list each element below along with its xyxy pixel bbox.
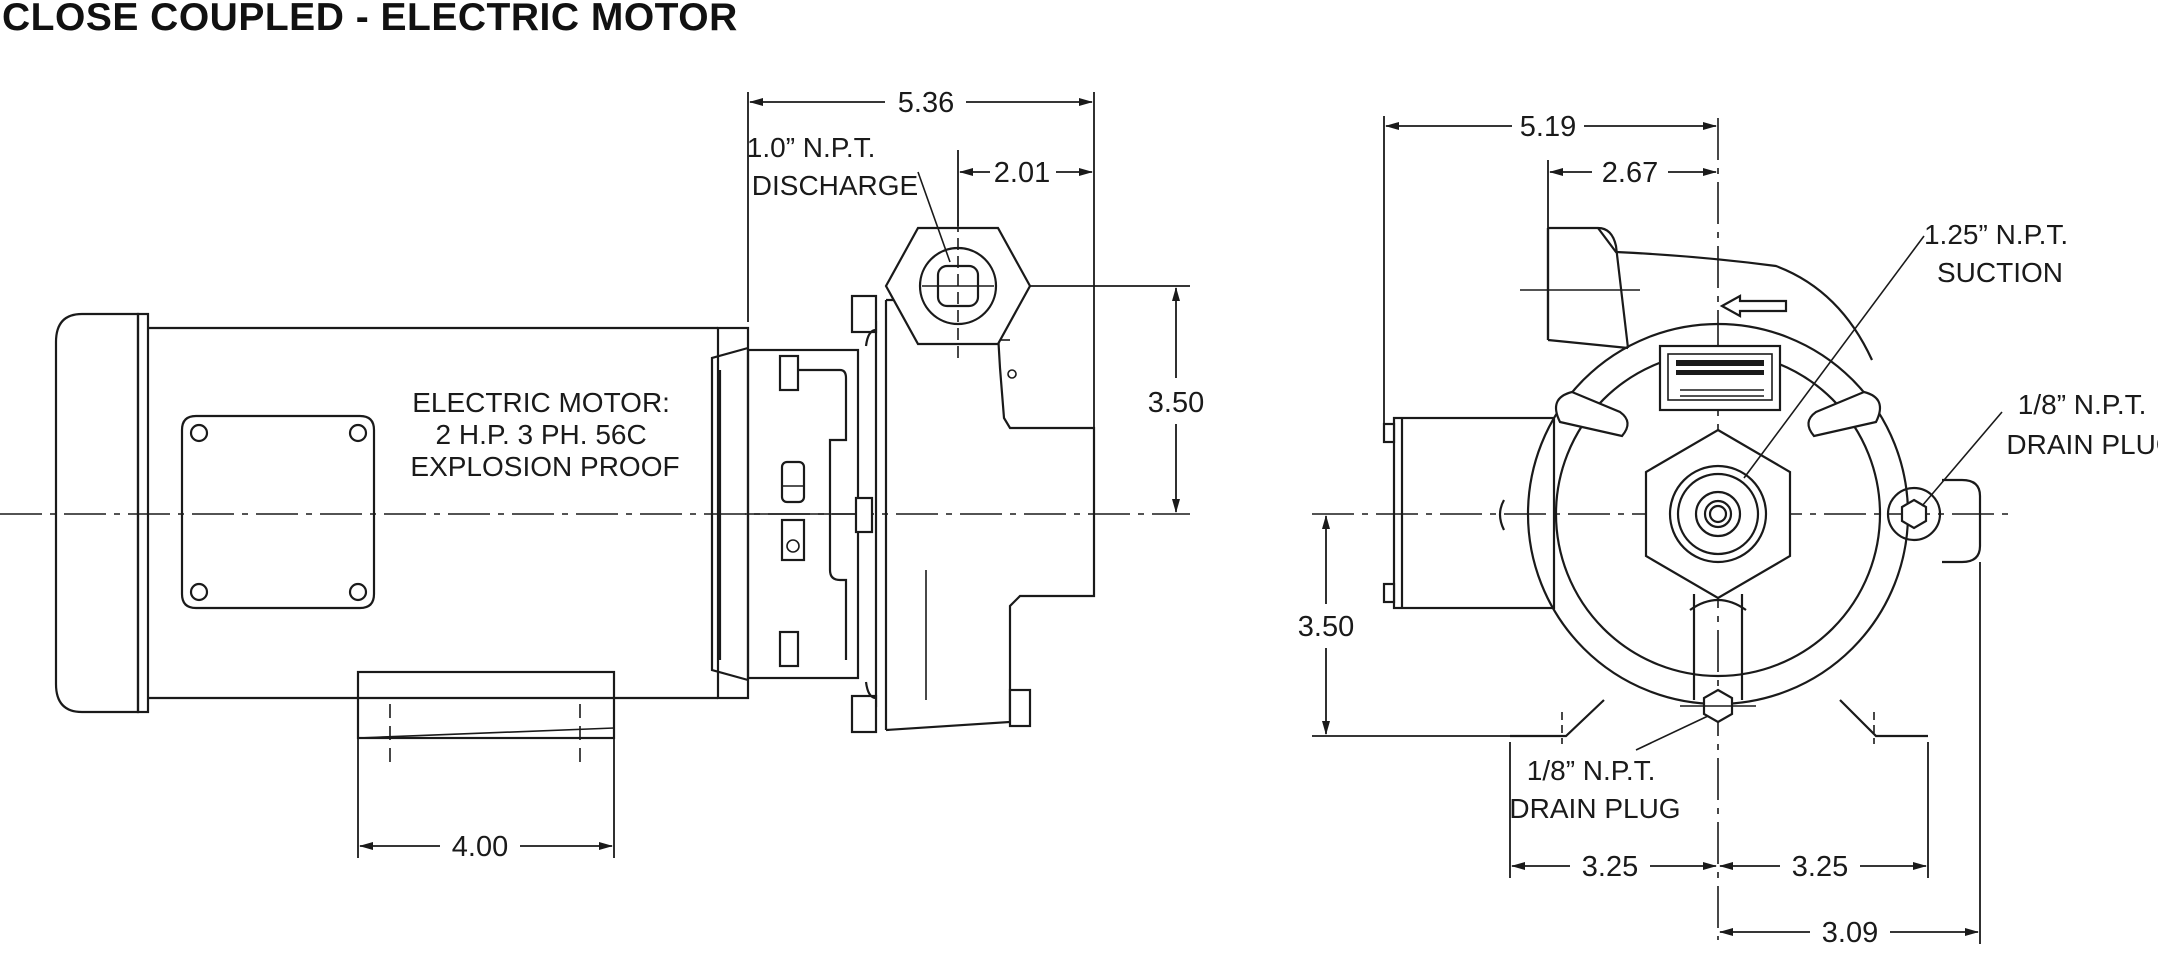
motor-body (148, 326, 750, 700)
dim-drain-offset: 3.09 (1822, 917, 1878, 949)
motor-label-line-2: 2 H.P. 3 PH. 56C (436, 419, 647, 450)
drain-plug-side-line-1: 1/8” N.P.T. (2018, 389, 2147, 420)
terminal-box (180, 414, 376, 610)
dim-2-67: 2.67 (1547, 157, 1717, 228)
dim-shaft-height: 3.50 (1298, 611, 1354, 643)
motor-stub (1382, 416, 1556, 610)
drain-plug-side-label: 1/8” N.P.T. DRAIN PLUG (2006, 389, 2158, 460)
motor-label-line-3: EXPLOSION PROOF (410, 451, 679, 482)
pump-flange (850, 294, 888, 734)
motor-adapter (710, 346, 860, 682)
dim-foot-right: 3.25 (1792, 851, 1848, 883)
arm-left (1554, 390, 1629, 438)
drain-plug-bottom (1680, 688, 1756, 724)
suction-label-line-1: 1.25” N.P.T. (1924, 219, 2068, 250)
dim-foot-left: 3.25 (1582, 851, 1638, 883)
motor-label: ELECTRIC MOTOR: 2 H.P. 3 PH. 56C EXPLOSI… (410, 387, 679, 482)
side-view: ELECTRIC MOTOR: 2 H.P. 3 PH. 56C EXPLOSI… (0, 87, 1204, 863)
suction-label-line-2: SUCTION (1937, 257, 2063, 288)
drain-plug-bottom-line-1: 1/8” N.P.T. (1527, 755, 1656, 786)
drain-plug-side-line-2: DRAIN PLUG (2006, 429, 2158, 460)
arm-bottom (1689, 594, 1747, 700)
suction-inlet (1520, 226, 1874, 361)
suction-leader (1743, 235, 1925, 479)
discharge-label: 1.0” N.P.T. DISCHARGE (747, 132, 918, 201)
dim-discharge-height: 3.50 (1148, 387, 1204, 419)
dim-2-01: 2.01 (957, 150, 1093, 226)
drain-plug-bottom-label: 1/8” N.P.T. DRAIN PLUG (1509, 755, 1680, 824)
motor-label-line-1: ELECTRIC MOTOR: (412, 387, 670, 418)
dim-3-50-side: 3.50 (1030, 285, 1204, 513)
dim-overall-width: 5.19 (1520, 111, 1576, 143)
dim-5-19: 5.19 (1383, 111, 1717, 424)
discharge-label-line-2: DISCHARGE (752, 170, 918, 201)
dim-4-00: 4.00 (357, 738, 615, 863)
dim-3-50-front: 3.50 (1298, 515, 1510, 737)
suction-fitting (1644, 428, 1792, 600)
dim-discharge-offset: 2.01 (994, 157, 1050, 189)
front-view: 1.25” N.P.T. SUCTION 1/8” N.P.T. DRAIN P… (1298, 111, 2158, 949)
page-title: CLOSE COUPLED - ELECTRIC MOTOR (2, 0, 738, 39)
dim-front-discharge-offset: 2.67 (1602, 157, 1658, 189)
front-base (1510, 699, 1928, 744)
drain-plug-side (1886, 478, 1982, 564)
nameplate (1658, 344, 1782, 412)
motor-foot (356, 670, 616, 770)
discharge-label-line-1: 1.0” N.P.T. (747, 132, 876, 163)
dim-3-09: 3.09 (1719, 562, 1981, 949)
drain-plug-bottom-line-2: DRAIN PLUG (1509, 793, 1680, 824)
pump-casing (885, 298, 1096, 732)
dim-5-36: 5.36 (747, 87, 1095, 428)
dim-3-25: 3.25 3.25 (1509, 742, 1929, 883)
motor-end-cap (54, 312, 140, 714)
drain-plug-side-leader (1921, 411, 2003, 507)
discharge-fitting (884, 220, 1032, 360)
arm-right (1807, 390, 1882, 438)
dim-foot-width: 4.00 (452, 831, 508, 863)
suction-label: 1.25” N.P.T. SUCTION (1924, 219, 2076, 288)
drain-plug-bottom-leader (1635, 715, 1709, 751)
discharge-leader (917, 171, 951, 263)
dim-overall-pump: 5.36 (898, 87, 954, 119)
